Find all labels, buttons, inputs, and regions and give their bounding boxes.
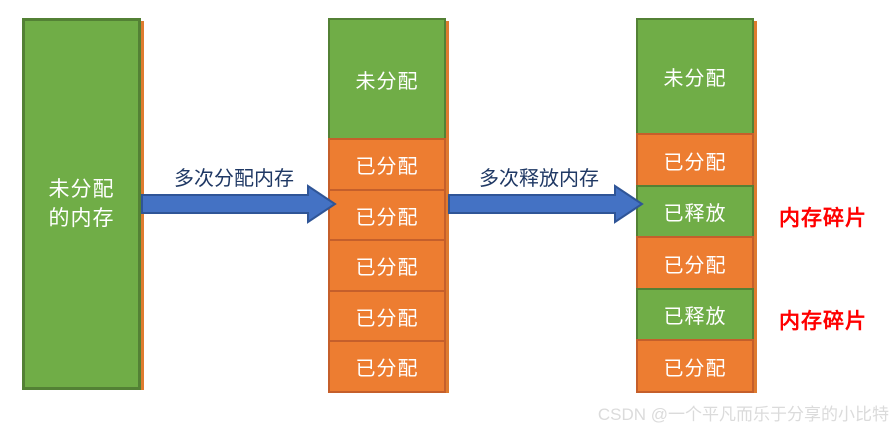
unallocated-memory-label-line2: 的内存 xyxy=(48,207,115,230)
unallocated-memory-box: 未分配 的内存 xyxy=(22,18,141,390)
memory-block-allocated: 已分配 xyxy=(636,133,754,187)
memory-block-label: 已释放 xyxy=(663,306,727,328)
memory-block-label: 已分配 xyxy=(663,357,727,380)
allocate-arrow-label: 多次分配内存 xyxy=(174,168,294,190)
memory-block-released: 已释放 xyxy=(636,185,754,238)
allocated-memory-column: 未分配 已分配 已分配 已分配 已分配 已分配 xyxy=(328,18,446,393)
release-arrow-icon xyxy=(448,184,644,224)
unallocated-memory-label-line1: 未分配 xyxy=(48,178,115,201)
csdn-watermark: CSDN @一个平凡而乐于分享的小比特 xyxy=(597,405,889,424)
memory-block-label: 已分配 xyxy=(355,156,419,178)
memory-block-allocated: 已分配 xyxy=(636,339,754,393)
memory-block-label: 已分配 xyxy=(355,307,419,330)
memory-block-label: 已分配 xyxy=(663,254,727,277)
allocate-arrow-icon xyxy=(141,184,337,224)
memory-block-allocated: 已分配 xyxy=(328,290,446,342)
release-arrow-label: 多次释放内存 xyxy=(479,168,599,190)
memory-block-unallocated: 未分配 xyxy=(328,18,446,140)
memory-fragment-label-1: 内存碎片 xyxy=(779,207,867,230)
memory-block-label: 已分配 xyxy=(355,257,419,279)
memory-block-label: 未分配 xyxy=(663,68,727,90)
memory-block-label: 未分配 xyxy=(355,70,419,93)
memory-block-allocated: 已分配 xyxy=(328,239,446,292)
memory-block-allocated: 已分配 xyxy=(328,189,446,241)
right-column-side-strip xyxy=(754,21,757,393)
fragmented-memory-column: 未分配 已分配 已释放 已分配 已释放 已分配 xyxy=(636,18,754,393)
memory-fragment-label-2: 内存碎片 xyxy=(779,310,867,333)
memory-block-unallocated: 未分配 xyxy=(636,18,754,135)
memory-block-label: 已释放 xyxy=(663,203,727,225)
memory-block-released: 已释放 xyxy=(636,288,754,341)
memory-block-allocated: 已分配 xyxy=(636,236,754,290)
middle-column-side-strip xyxy=(446,21,449,393)
memory-block-label: 已分配 xyxy=(663,151,727,174)
memory-block-allocated: 已分配 xyxy=(328,340,446,393)
memory-block-allocated: 已分配 xyxy=(328,138,446,191)
memory-block-label: 已分配 xyxy=(355,358,419,380)
memory-block-label: 已分配 xyxy=(355,206,419,229)
